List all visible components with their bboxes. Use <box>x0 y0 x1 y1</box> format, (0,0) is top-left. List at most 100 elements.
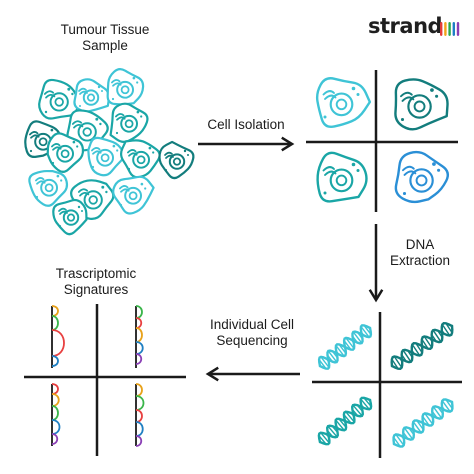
signature-peak <box>51 405 59 421</box>
cell <box>109 102 149 143</box>
signature-peak <box>51 355 59 367</box>
cell-organelle <box>401 165 415 172</box>
cell <box>112 175 155 215</box>
dna-rung <box>393 356 403 368</box>
dna-rung <box>345 411 355 423</box>
tumour-tissue-label-line2: Sample <box>82 38 128 53</box>
cell-organelle <box>59 210 68 215</box>
cell-organelle <box>115 113 125 118</box>
transcriptomic-label-line1: Trascriptomic <box>55 266 137 281</box>
dna-rung <box>402 431 409 440</box>
cell-vesicle <box>116 149 119 152</box>
cell-nucleolus <box>66 213 76 222</box>
dna-rung <box>351 408 359 417</box>
cell-isolation-label: Cell Isolation <box>207 117 285 132</box>
cell-organelle <box>324 170 337 176</box>
signature-peak <box>51 315 59 331</box>
dna-rung <box>360 331 365 336</box>
dna-strand <box>390 324 454 368</box>
dna-rung <box>441 400 451 413</box>
dna-rung <box>432 406 443 419</box>
cell-nucleus <box>62 209 80 226</box>
cell-vesicle <box>97 85 101 89</box>
cell-vesicle <box>79 105 81 107</box>
cell <box>315 77 372 128</box>
cell-vesicle <box>105 190 108 194</box>
cell-organelle <box>401 96 415 102</box>
dna-helix <box>392 398 454 448</box>
cell-vesicle <box>356 93 360 96</box>
cell <box>158 140 195 180</box>
cell-vesicle <box>435 94 439 98</box>
logo-bar <box>440 22 443 36</box>
dna-extraction-label-line1: DNA <box>405 237 435 252</box>
dna-rung <box>338 343 347 354</box>
cell-vesicle <box>351 86 356 91</box>
signature-peak <box>51 329 65 357</box>
dna-strand <box>317 398 373 444</box>
cell-nucleolus <box>172 157 182 166</box>
transcriptomic-signatures-label: Trascriptomic Signatures <box>36 266 156 298</box>
dna-rung <box>393 436 401 447</box>
cell <box>394 150 450 204</box>
cell <box>73 78 111 113</box>
arrow-dna-extraction-head <box>368 289 384 303</box>
dna-helix <box>317 396 373 446</box>
dna-rung <box>437 330 443 338</box>
cell-organelle <box>77 188 89 193</box>
cell-vesicle <box>59 225 61 227</box>
cell-vesicle <box>101 185 105 189</box>
dna-rung <box>391 358 399 370</box>
cell-nucleolus <box>335 174 348 187</box>
dna-rung <box>338 418 347 428</box>
tumour-tissue-label-line1: Tumour Tissue <box>60 22 150 37</box>
signature-trace <box>135 383 145 447</box>
cell-nucleolus <box>38 137 48 147</box>
cell <box>106 68 145 106</box>
logo-bar <box>452 22 455 36</box>
cell-vesicle <box>112 144 116 148</box>
cell-membrane <box>52 198 88 236</box>
cell-vesicle <box>140 182 144 186</box>
cell-vesicle <box>136 110 140 114</box>
cell-vesicle <box>81 210 83 212</box>
cell-organelle <box>30 134 40 139</box>
dna-rung <box>441 329 445 335</box>
cell-vesicle <box>115 131 119 135</box>
cell <box>394 78 449 131</box>
cell-vesicle <box>35 195 39 199</box>
cell-nucleus <box>40 178 59 197</box>
cell-organelle <box>43 90 55 95</box>
cell-vesicle <box>136 81 139 84</box>
cell-nucleus <box>49 92 69 112</box>
dna-rung <box>343 340 352 351</box>
cell-nucleolus <box>335 98 348 111</box>
dna-rung <box>345 337 355 349</box>
cell-vesicle <box>323 191 327 195</box>
cell-nucleus <box>409 168 434 193</box>
dna-rung <box>401 354 407 362</box>
signature-peak <box>135 395 145 411</box>
signature-peak <box>51 419 61 435</box>
dna-rung <box>429 414 434 419</box>
cell-organelle <box>91 147 101 152</box>
cell-vesicle <box>323 115 327 119</box>
cell-vesicle <box>140 115 143 118</box>
cell-vesicle <box>50 128 54 132</box>
dna-rung <box>356 404 364 413</box>
dna-rung <box>422 415 430 426</box>
individual-cell-label-line2: Sequencing <box>216 333 288 348</box>
dna-rung <box>429 337 433 343</box>
strand-logo-bars-icon <box>440 22 460 36</box>
dna-rung <box>363 397 372 407</box>
cell-membrane <box>315 77 372 128</box>
dna-rung <box>331 425 339 434</box>
cell-nucleolus <box>120 85 130 95</box>
cell-nucleus <box>116 80 135 99</box>
dna-rung <box>327 425 338 438</box>
dna-rung <box>411 344 421 356</box>
cell-vesicle <box>437 168 441 172</box>
cell-nucleolus <box>413 100 426 113</box>
dna-rung <box>445 399 453 410</box>
cell-vesicle <box>56 174 60 178</box>
